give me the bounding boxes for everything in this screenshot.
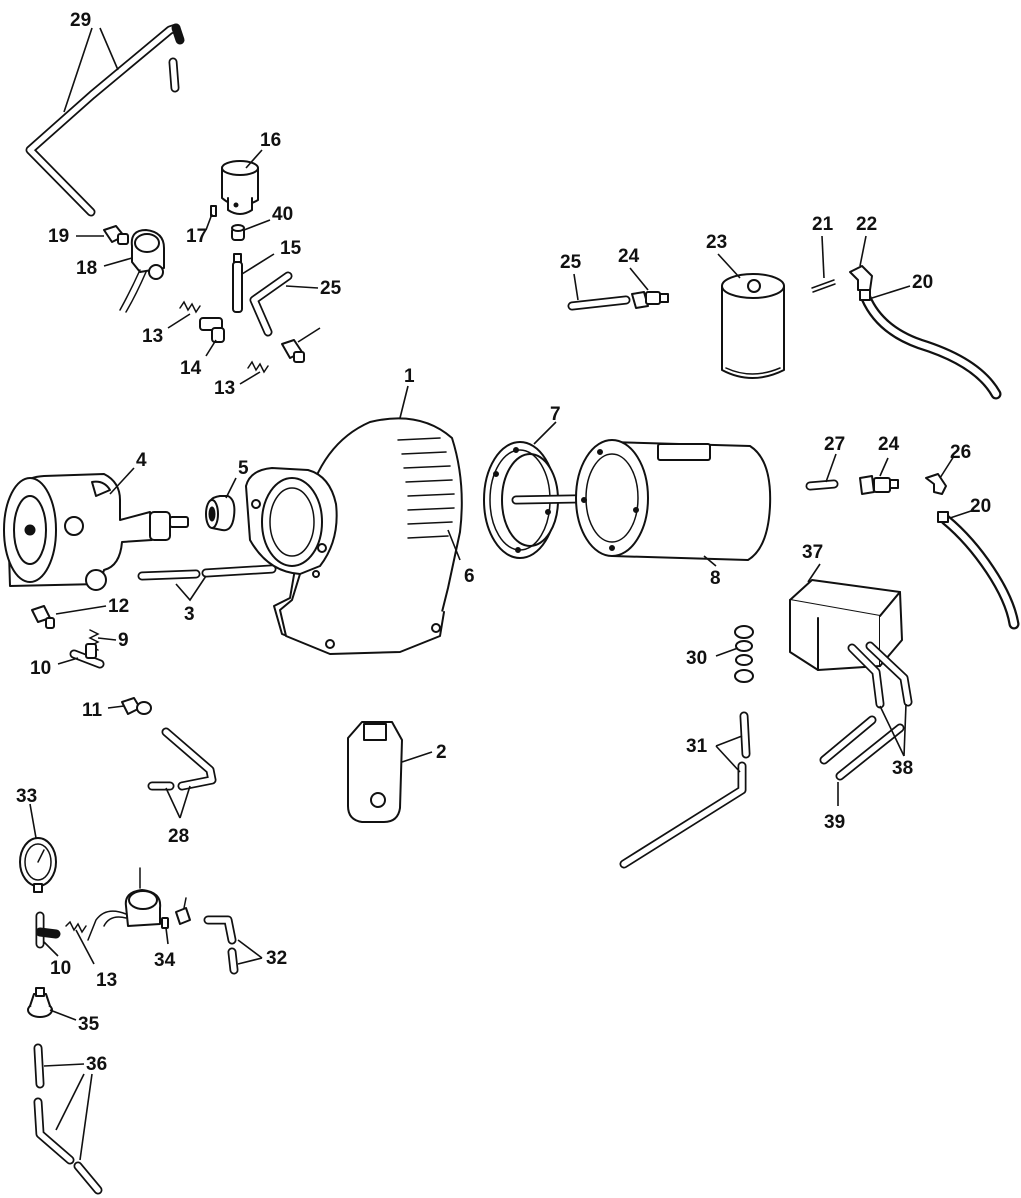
callout-19: 19: [48, 226, 69, 247]
callout-4: 4: [136, 450, 147, 471]
part-5-coupling: [205, 495, 236, 532]
part-26-elbow: [925, 473, 947, 495]
callout-23: 23: [706, 232, 727, 253]
part-20-hose-top: [859, 289, 1002, 400]
callout-33: 33: [16, 786, 37, 807]
part-4-pump-housing: [3, 473, 189, 591]
part-32-tubes: [203, 915, 239, 975]
callout-37: 37: [802, 542, 823, 563]
callout-20-mid: 20: [970, 496, 991, 517]
part-30-nuts: [734, 625, 754, 683]
part-15-stem: [232, 253, 243, 313]
callout-26: 26: [950, 442, 971, 463]
part-22-elbow: [849, 265, 873, 291]
part-34-plug: [161, 897, 191, 929]
part-38-leads: [819, 641, 913, 781]
part-fitting-unlabeled: [281, 339, 305, 363]
callout-1: 1: [404, 366, 415, 387]
callout-13-a: 13: [142, 326, 163, 347]
callout-2: 2: [436, 742, 447, 763]
callout-7: 7: [550, 404, 561, 425]
part-17-screw: [210, 205, 217, 217]
callout-30: 30: [686, 648, 707, 669]
part-33-gauge: [19, 837, 57, 893]
callout-3: 3: [184, 604, 195, 625]
part-37-junction-box: [789, 579, 903, 671]
callout-21: 21: [812, 214, 834, 235]
callout-11: 11: [82, 700, 103, 721]
leader-lines: [29, 27, 975, 1161]
part-2-bracket: [347, 721, 403, 823]
part-8-motor: [575, 439, 772, 561]
part-10-tee-a: [69, 643, 105, 669]
callout-28: 28: [168, 826, 189, 847]
part-1-blower-housing: [245, 417, 463, 655]
callout-39: 39: [824, 812, 845, 833]
part-24-fitting-top: [631, 291, 669, 309]
callout-40: 40: [272, 204, 293, 225]
callout-38: 38: [892, 758, 913, 779]
callout-18: 18: [76, 258, 97, 279]
callout-8: 8: [710, 568, 721, 589]
part-28-tubes: [147, 727, 217, 791]
callout-16: 16: [260, 130, 281, 151]
callout-35: 35: [78, 1014, 100, 1035]
callout-31: 31: [686, 736, 708, 757]
callout-22: 22: [856, 214, 877, 235]
callout-32: 32: [266, 948, 287, 969]
callout-36: 36: [86, 1054, 107, 1075]
callout-13-c: 13: [96, 970, 117, 991]
callout-12: 12: [108, 596, 129, 617]
part-23-filter: [721, 273, 785, 379]
callout-25-left: 25: [320, 278, 342, 299]
callout-labels: 29 16 40 17 19 18 15 25 13 14 13 25 24 2…: [16, 10, 991, 1075]
part-16-switch: [221, 160, 259, 215]
callout-14: 14: [180, 358, 202, 379]
callout-25-right: 25: [560, 252, 582, 273]
part-27-pin: [805, 479, 839, 491]
part-36-tubes: [33, 1043, 103, 1195]
part-gauge-head: [87, 867, 162, 941]
part-40-sleeve: [231, 224, 245, 241]
callout-24-mid: 24: [878, 434, 900, 455]
part-18-gauge-body: [119, 229, 165, 313]
part-10-tee-b: [35, 911, 61, 949]
callout-10-b: 10: [50, 958, 71, 979]
part-35-valve: [27, 987, 53, 1018]
part-11-fitting: [121, 697, 152, 715]
callout-9: 9: [118, 630, 129, 651]
part-14-tee: [199, 317, 225, 343]
callout-10-a: 10: [30, 658, 51, 679]
callout-13-b: 13: [214, 378, 235, 399]
part-12-fitting: [31, 605, 55, 629]
part-29-tubes: [25, 23, 185, 217]
part-25-pipe-left: [249, 271, 293, 337]
callout-27: 27: [824, 434, 845, 455]
part-24-fitting-mid: [859, 475, 899, 495]
part-6-fins: [397, 437, 455, 539]
callout-24-top: 24: [618, 246, 640, 267]
callout-6: 6: [464, 566, 475, 587]
part-25-rod-right: [567, 295, 631, 311]
part-13-spring-b: [247, 360, 269, 374]
callout-17: 17: [186, 226, 207, 247]
callout-34: 34: [154, 950, 176, 971]
callout-29: 29: [70, 10, 91, 31]
callout-20-top: 20: [912, 272, 933, 293]
callout-5: 5: [238, 458, 249, 479]
part-13-spring-a: [179, 300, 201, 314]
part-3-rods: [137, 564, 277, 581]
callout-15: 15: [280, 238, 302, 259]
part-21-nipple: [811, 279, 836, 293]
part-19-fitting: [103, 225, 129, 245]
part-31-tubes: [619, 711, 751, 869]
part-20-hose-mid: [937, 511, 1020, 630]
part-13-spring-c: [65, 920, 87, 934]
